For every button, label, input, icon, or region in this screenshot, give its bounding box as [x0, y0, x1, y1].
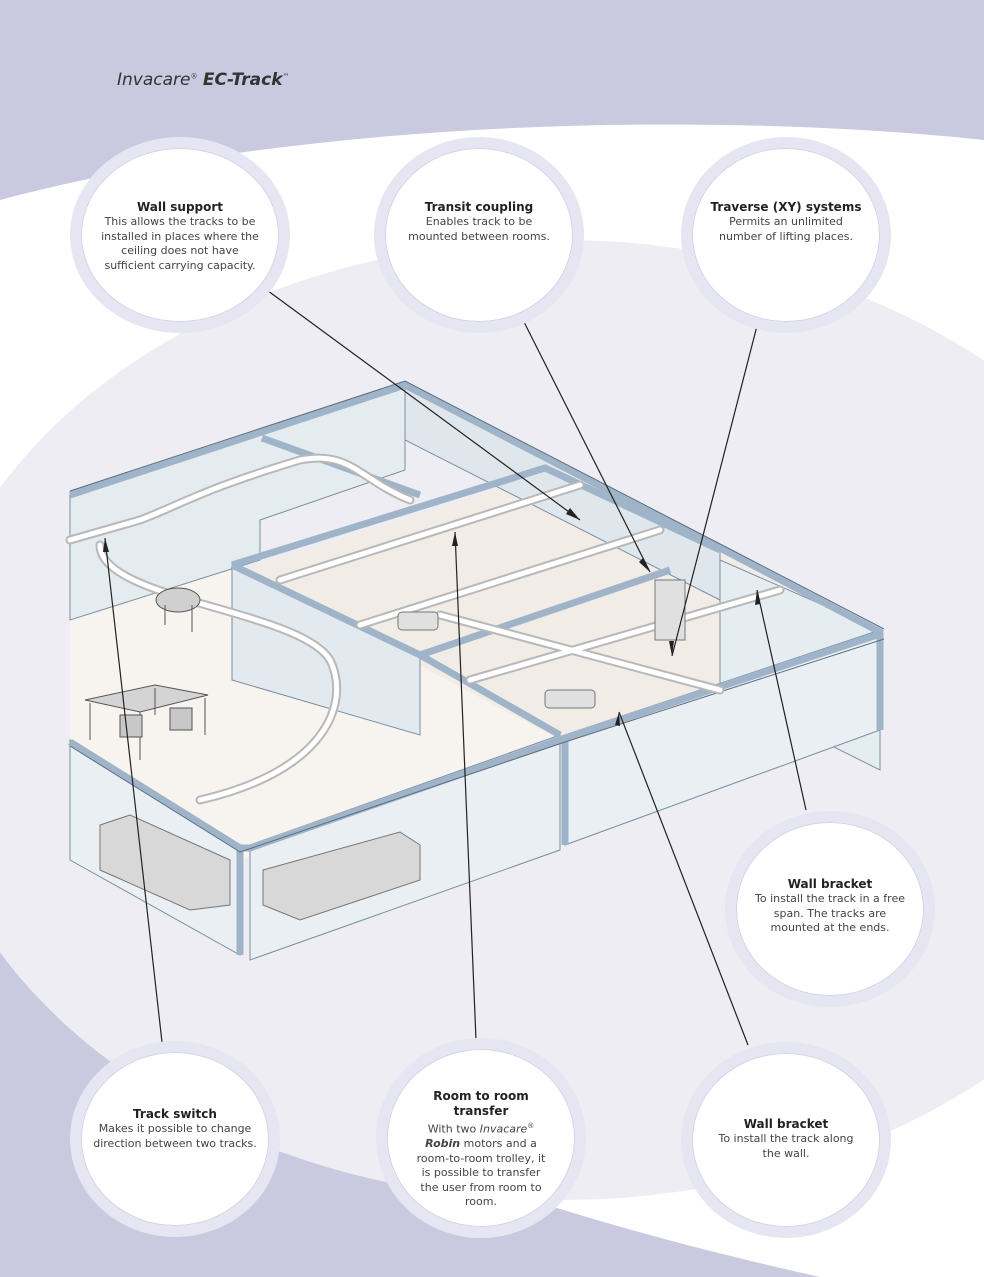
- callout-title: Room to room transfer: [433, 1089, 529, 1118]
- leader-lines: [104, 284, 807, 1046]
- callout-description: To install the track along the wall.: [718, 1132, 854, 1160]
- ceiling-tracks-inner: [67, 455, 783, 803]
- callout-title: Traverse (XY) systems: [710, 200, 862, 214]
- wall-edges: [69, 380, 885, 853]
- desc-part1: With two: [427, 1122, 480, 1136]
- desc-part2: motors and a room-to-room trolley, it is…: [416, 1137, 546, 1209]
- dining-table: [84, 684, 209, 760]
- brand-company: Invacare: [117, 70, 191, 90]
- callout-room-to-room-transfer: Room to room transfer With two Invacare®…: [376, 1038, 586, 1238]
- brand-product: EC-Track: [202, 70, 283, 90]
- callout-title: Wall bracket: [743, 1117, 829, 1131]
- brand-logo: Invacare® EC-Track™: [117, 70, 290, 90]
- callout-traverse-systems: Traverse (XY) systems Permits an unlimit…: [681, 137, 891, 333]
- callout-title: Track switch: [133, 1107, 217, 1121]
- sofa-right: [262, 831, 421, 921]
- brand-reg: ®: [190, 72, 198, 81]
- callout-title: Transit coupling: [424, 200, 534, 214]
- callout-wall-support: Wall support This allows the tracks to b…: [70, 137, 290, 333]
- callout-wall-bracket-free-span: Wall bracket To install the track in a f…: [725, 811, 935, 1007]
- brand-tm: ™: [282, 72, 290, 81]
- callout-description: With two Invacare® Robin motors and a ro…: [413, 1119, 549, 1210]
- callout-description: Enables track to be mounted between room…: [408, 215, 550, 243]
- callout-description: Makes it possible to change direction be…: [93, 1122, 257, 1150]
- callout-title: Wall bracket: [787, 877, 873, 891]
- leader-arrowheads: [103, 508, 760, 726]
- bathroom-fixtures: [397, 579, 686, 709]
- desc-reg: ®: [527, 1122, 535, 1130]
- callout-description: This allows the tracks to be installed i…: [101, 215, 259, 272]
- callout-description: Permits an unlimited number of lifting p…: [719, 215, 853, 243]
- chair: [155, 587, 201, 632]
- callout-title: Wall support: [136, 200, 224, 214]
- callout-description: To install the track in a free span. The…: [755, 892, 905, 934]
- sofa-left: [99, 814, 231, 911]
- desc-brand: Invacare: [479, 1122, 528, 1136]
- desc-product: Robin: [425, 1137, 461, 1151]
- callout-wall-bracket-along-wall: Wall bracket To install the track along …: [681, 1042, 891, 1238]
- callout-track-switch: Track switch Makes it possible to change…: [70, 1041, 280, 1237]
- callout-transit-coupling: Transit coupling Enables track to be mou…: [374, 137, 584, 333]
